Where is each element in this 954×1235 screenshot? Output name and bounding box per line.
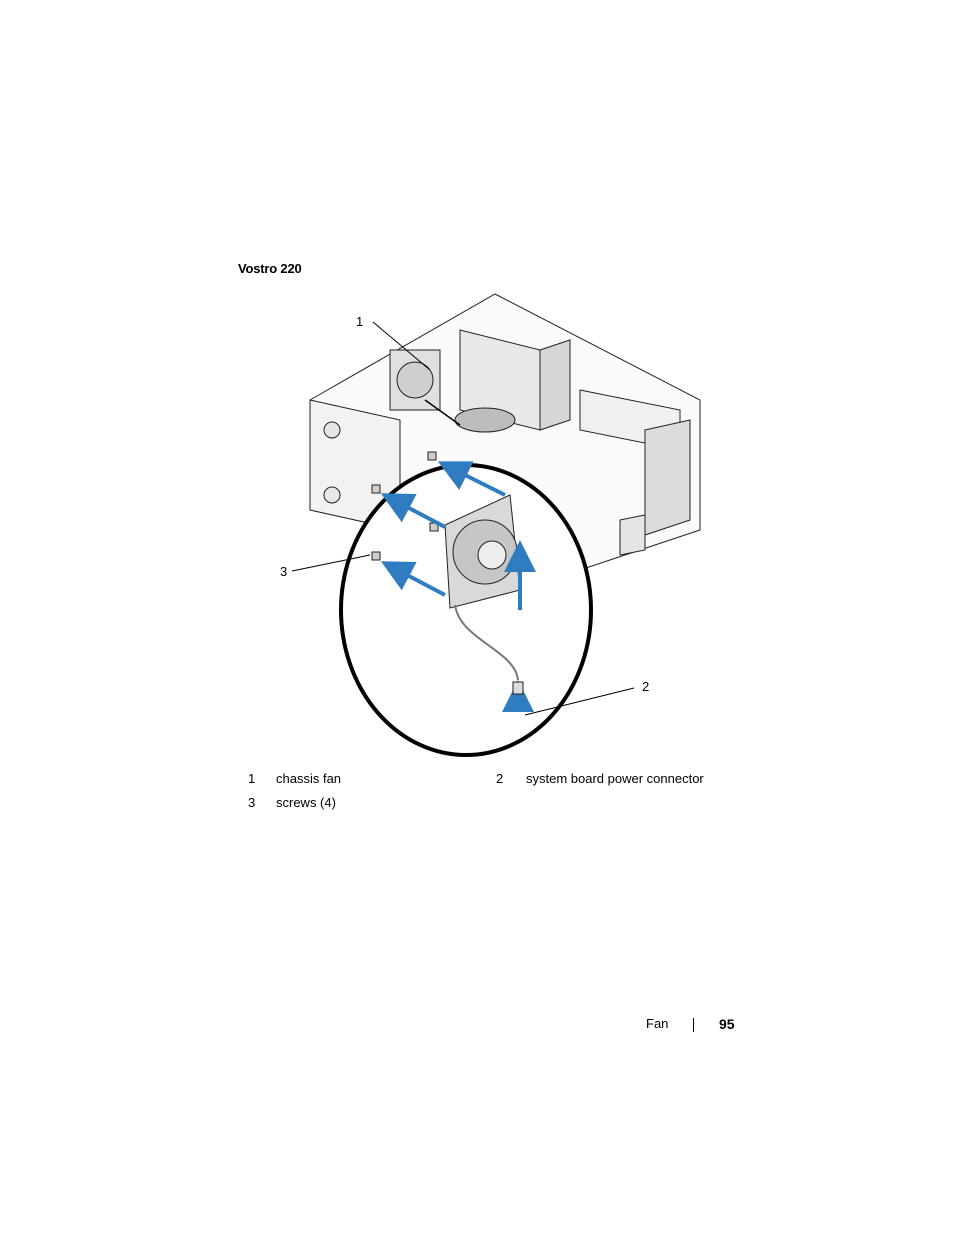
footer-separator <box>693 1018 694 1032</box>
legend-text: chassis fan <box>276 771 342 786</box>
section-heading: Vostro 220 <box>238 261 302 276</box>
legend-row: 3 screws (4) <box>248 795 728 819</box>
power-connector <box>512 681 524 695</box>
legend-text: screws (4) <box>276 795 336 810</box>
callout-lines <box>291 321 635 716</box>
legend-text: system board power connector <box>526 771 704 786</box>
direction-arrows <box>380 461 536 712</box>
legend-number: 1 <box>248 771 256 786</box>
fan-cable <box>454 604 519 681</box>
fan-removal-illustration: 1 2 3 <box>280 290 720 760</box>
callout-2: 2 <box>642 679 650 694</box>
legend-number: 2 <box>496 771 504 786</box>
page-number: 95 <box>719 1016 735 1032</box>
footer-section-name: Fan <box>646 1016 669 1031</box>
legend-number: 3 <box>248 795 256 810</box>
legend-row: 1 chassis fan 2 system board power conne… <box>248 771 728 795</box>
callout-3: 3 <box>280 564 288 579</box>
computer-chassis-diagram <box>291 293 701 757</box>
callout-1: 1 <box>356 314 364 329</box>
chassis-fan-enlarged <box>444 494 521 609</box>
callout-legend: 1 chassis fan 2 system board power conne… <box>248 771 728 819</box>
